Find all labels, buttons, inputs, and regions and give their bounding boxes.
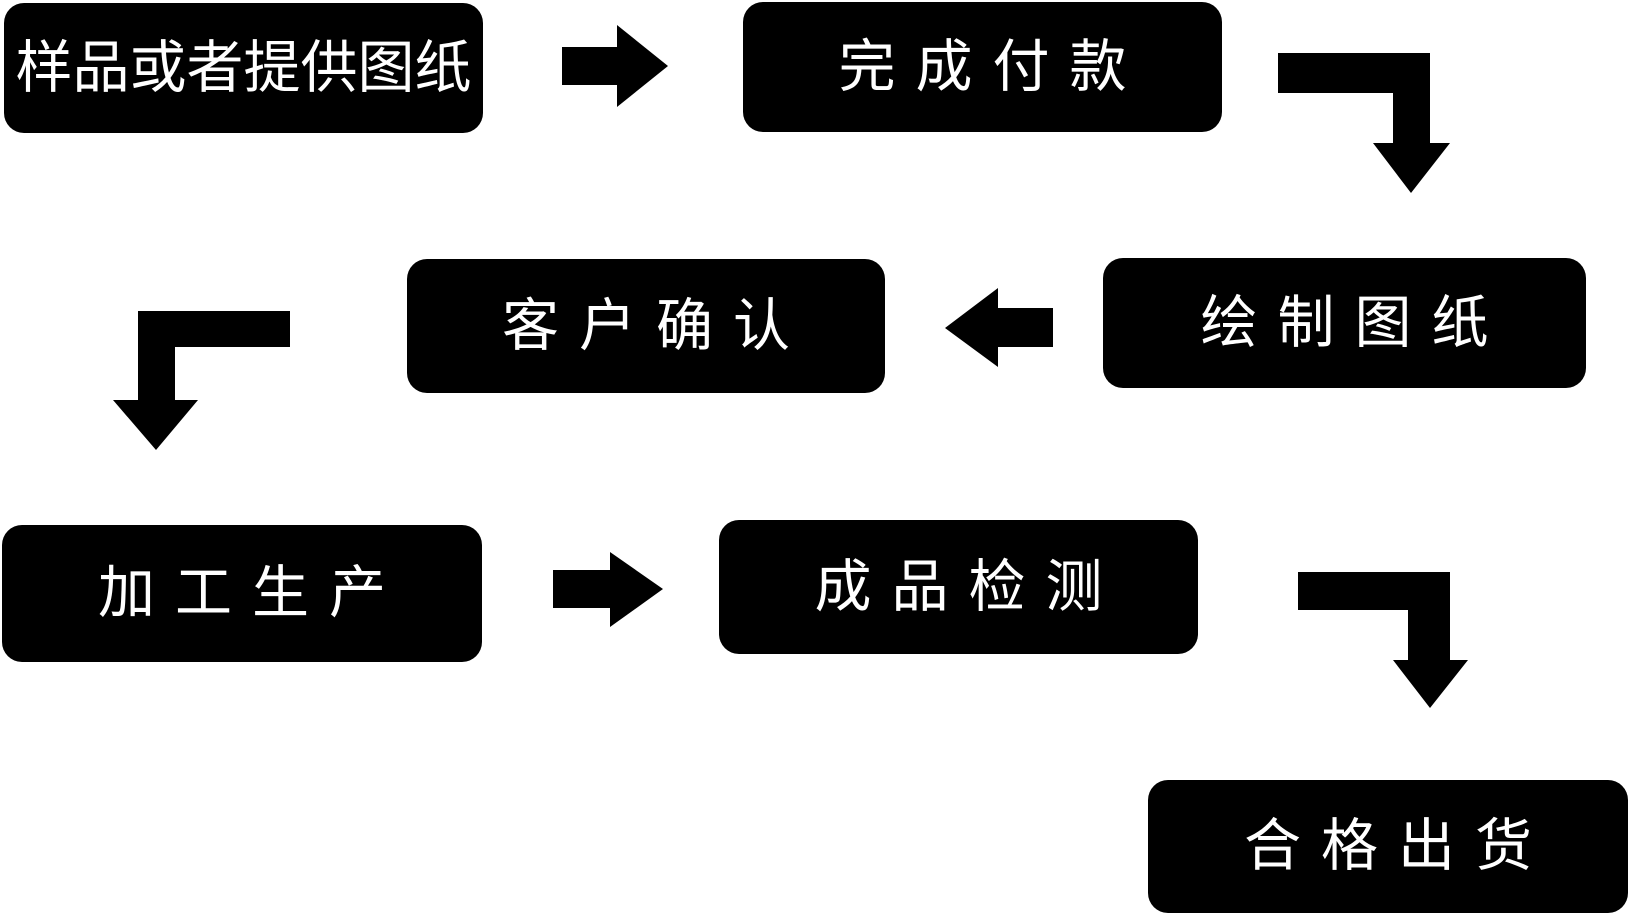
- arrow-right-icon: [562, 25, 668, 107]
- arrow-elbow-left-down-icon: [113, 311, 290, 450]
- node-shipment-label: 合格出货: [1244, 814, 1552, 878]
- arrow-elbow-right-down-icon: [1278, 53, 1450, 193]
- arrow-left-icon: [945, 288, 1053, 367]
- node-inspection-label: 成品检测: [814, 554, 1123, 619]
- node-inspection: 成品检测: [719, 520, 1198, 654]
- node-confirm-label: 客户确认: [502, 293, 810, 358]
- node-sample-label: 样品或者提供图纸: [15, 35, 472, 100]
- node-shipment: 合格出货: [1148, 780, 1628, 913]
- arrow-elbow-right-down-icon: [1298, 572, 1468, 708]
- node-confirm: 客户确认: [407, 259, 885, 393]
- node-payment-label: 完成付款: [838, 34, 1147, 99]
- node-production: 加工生产: [2, 525, 482, 662]
- node-draw-label: 绘制图纸: [1200, 290, 1509, 355]
- arrow-right-icon: [553, 552, 663, 627]
- node-payment: 完成付款: [743, 2, 1222, 132]
- node-production-label: 加工生产: [98, 561, 406, 625]
- node-sample: 样品或者提供图纸: [4, 3, 483, 133]
- node-draw: 绘制图纸: [1103, 258, 1586, 388]
